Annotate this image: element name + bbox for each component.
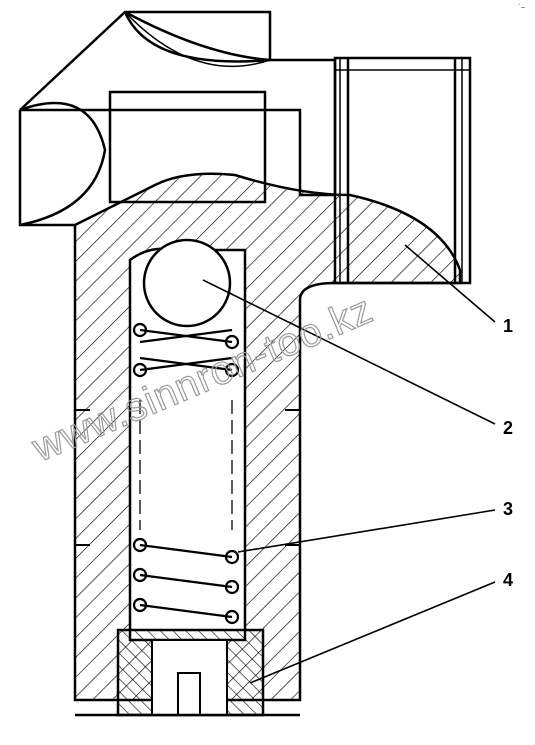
plug <box>75 628 300 717</box>
callout-label-4: 4 <box>503 570 513 590</box>
callout-label-1: 1 <box>503 316 513 336</box>
check-ball <box>142 238 232 328</box>
callout-label-3: 3 <box>503 499 513 519</box>
callout-label-2: 2 <box>503 418 513 438</box>
spring <box>132 322 240 625</box>
leader-lines <box>202 244 496 684</box>
corner-mark: ´− <box>518 3 526 12</box>
